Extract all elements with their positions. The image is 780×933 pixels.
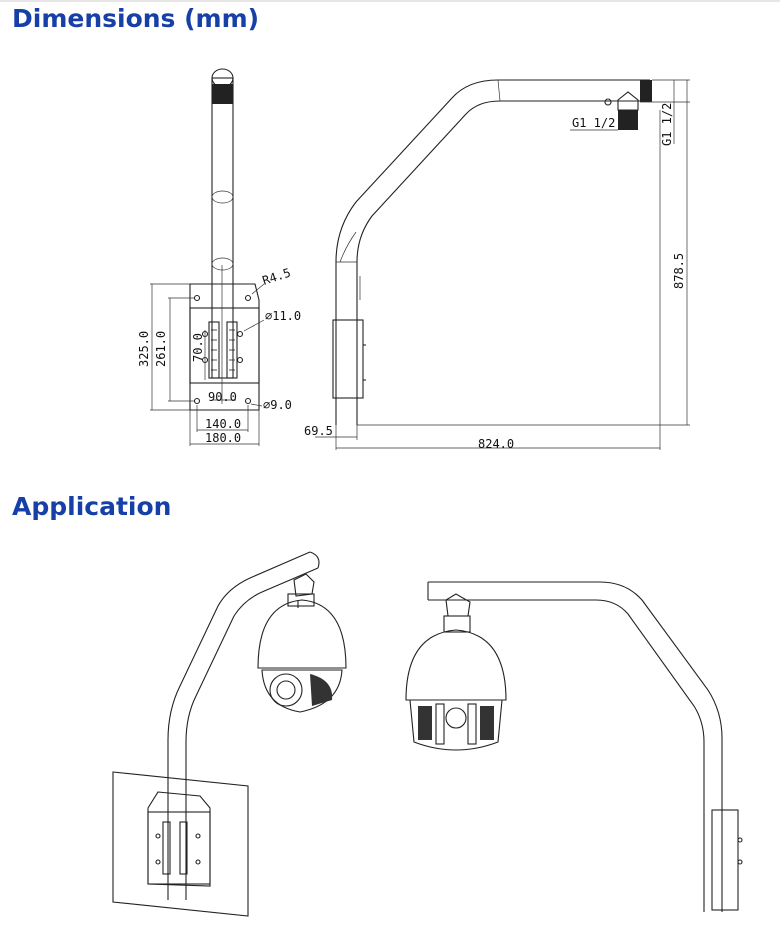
dim-width-total: 180.0: [205, 431, 241, 445]
arm-outer: [335, 79, 650, 425]
dimensions-title: Dimensions (mm): [12, 4, 260, 33]
adapter: [617, 91, 639, 111]
adapter-thread: [618, 110, 638, 130]
app2-mount: [711, 809, 739, 911]
camera-head-right: [409, 699, 503, 751]
dimensions-drawing: R4.5 ⌀11.0 ⌀9.0 325.0 261.0 70.0 90.0 14…: [0, 0, 780, 451]
app2-arm-outer: [428, 581, 723, 912]
arm-thread: [640, 80, 652, 102]
app2-arm-inner: [428, 599, 705, 912]
application-pole-mount: [405, 581, 743, 912]
app-arm-outer: [167, 551, 311, 900]
dim-offset: 69.5: [304, 424, 333, 438]
dim-thread-left: G1 1/2: [572, 116, 615, 130]
dim-width-holes: 140.0: [205, 417, 241, 431]
camera-dome-right: [405, 629, 507, 701]
pole: [211, 77, 234, 379]
app-bracket: [147, 791, 211, 887]
front-view: R4.5 ⌀11.0 ⌀9.0 325.0 261.0 70.0 90.0 14…: [137, 68, 301, 446]
slot-right: [226, 321, 238, 379]
dim-height: 878.5: [672, 253, 686, 289]
application-wall-mount: [112, 551, 347, 917]
camera-head-left: [261, 669, 343, 713]
side-view: G1 1/2 G1 1/2 878.5 69.5 824.0: [304, 79, 690, 451]
dim-width-inner: 90.0: [208, 390, 237, 404]
dim-slot-length: 70.0: [191, 333, 205, 362]
app-arm-inner: [185, 567, 319, 900]
dim-height-total: 325.0: [137, 331, 151, 367]
side-mount: [332, 319, 364, 399]
dim-radius: R4.5: [261, 266, 293, 288]
slot-left: [208, 321, 220, 379]
dim-height-holes: 261.0: [154, 331, 168, 367]
camera-dome-left: [257, 599, 347, 669]
pole-thread: [212, 84, 233, 104]
dim-reach: 824.0: [478, 437, 514, 451]
dim-thread-right: G1 1/2: [660, 103, 674, 146]
dim-hole-top: ⌀11.0: [265, 309, 301, 323]
dim-hole-bottom: ⌀9.0: [263, 398, 292, 412]
application-title: Application: [12, 492, 172, 521]
wall-panel: [112, 771, 249, 917]
arm-inner: [356, 100, 640, 425]
